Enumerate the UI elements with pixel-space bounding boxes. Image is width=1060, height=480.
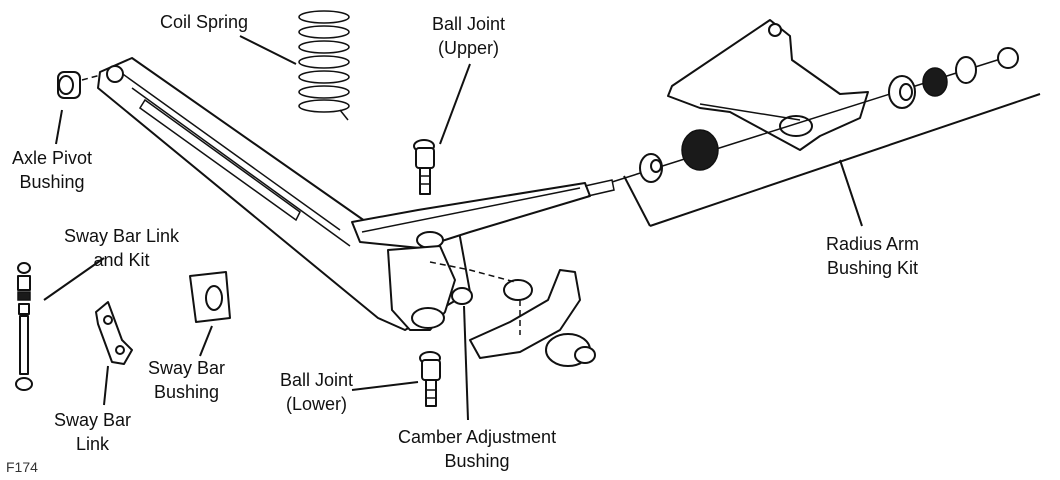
- leader-ball-joint-upper: [439, 63, 471, 145]
- axle-pivot-bushing-part: [57, 71, 109, 99]
- figure-id: F174: [6, 459, 38, 475]
- leader-sway-bar-bushing: [199, 325, 213, 357]
- label-camber-adjustment-bushing: Camber Adjustment Bushing: [398, 427, 557, 471]
- coil-spring-part: [298, 10, 350, 121]
- steering-knuckle: [387, 245, 596, 367]
- sway-bar-link-part: [95, 301, 133, 365]
- leader-radius-arm-bushing-kit: [839, 159, 863, 227]
- radius-arm-bushing-kit-parts: [611, 47, 1041, 227]
- label-coil-spring: Coil Spring: [160, 12, 249, 32]
- radius-arm: [351, 179, 615, 249]
- ball-joint-lower-part: [419, 351, 441, 407]
- label-axle-pivot-bushing: Axle Pivot Bushing: [12, 148, 93, 192]
- sway-bar-link-and-kit-part: [15, 262, 33, 391]
- label-ball-joint-lower: Ball Joint (Lower): [280, 370, 354, 414]
- label-sway-bar-link-and-kit: Sway Bar Link and Kit: [64, 226, 180, 270]
- ball-joint-upper-part: [413, 139, 435, 195]
- leader-axle-pivot-bushing: [55, 109, 63, 145]
- leader-sway-bar-link-and-kit: [43, 257, 105, 301]
- leader-ball-joint-lower: [351, 381, 419, 391]
- label-sway-bar-bushing: Sway Bar Bushing: [148, 358, 226, 402]
- label-ball-joint-upper: Ball Joint (Upper): [432, 14, 506, 58]
- leader-sway-bar-link: [103, 365, 109, 406]
- label-sway-bar-link: Sway Bar Link: [54, 410, 132, 454]
- label-radius-arm-bushing-kit: Radius Arm Bushing Kit: [826, 234, 920, 278]
- sway-bar-bushing-part: [189, 271, 231, 323]
- leader-coil-spring: [239, 35, 297, 65]
- leader-camber-adjustment-bushing: [463, 305, 469, 421]
